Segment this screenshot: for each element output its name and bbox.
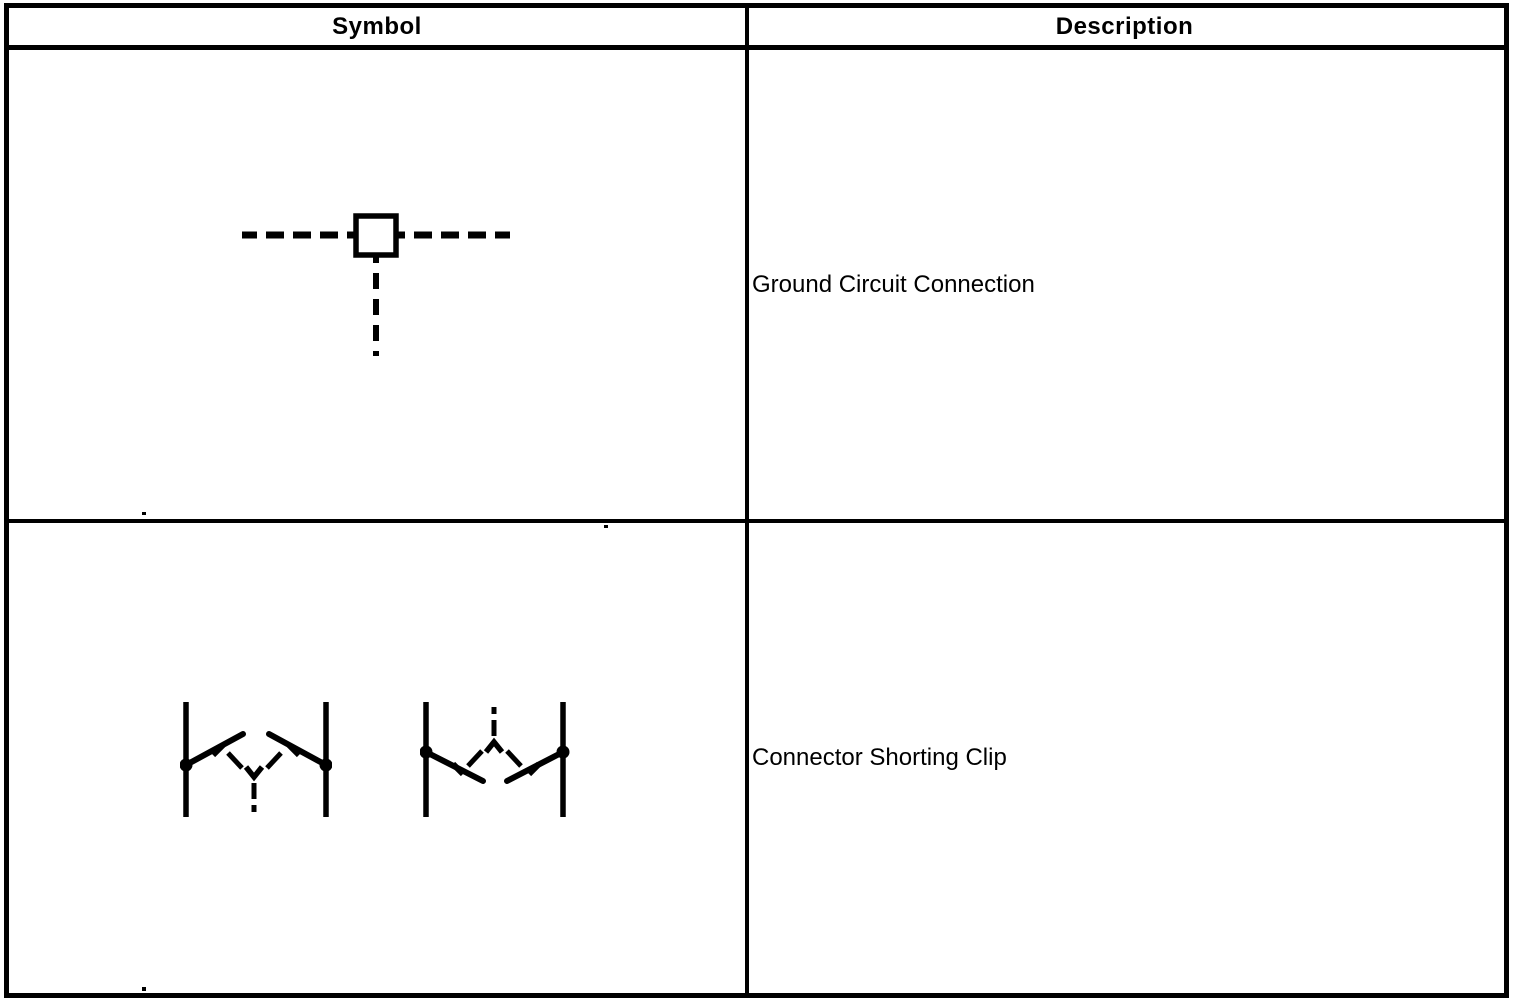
symbol-cell-row-1 <box>9 50 745 519</box>
ground-circuit-connection-symbol <box>242 213 510 356</box>
symbol-cell-row-2 <box>9 523 745 993</box>
scan-artifact-speck <box>142 987 146 991</box>
scan-artifact-speck <box>142 512 146 515</box>
description-text-ground-circuit-connection: Ground Circuit Connection <box>752 270 1035 298</box>
connector-shorting-clip-symbol-closed-down <box>180 702 332 817</box>
column-divider <box>745 8 749 993</box>
description-text-connector-shorting-clip: Connector Shorting Clip <box>752 744 1007 771</box>
symbols-table: Symbol Description Ground Circuit Connec… <box>4 3 1509 998</box>
column-header-description: Description <box>1055 13 1194 40</box>
table-header-row: Symbol Description <box>9 8 1504 50</box>
connector-shorting-clip-symbol-closed-up <box>420 702 570 817</box>
column-header-symbol: Symbol <box>332 13 422 40</box>
row-divider <box>9 519 1504 523</box>
description-cell-row-1: Ground Circuit Connection <box>749 50 1504 519</box>
description-cell-row-2: Connector Shorting Clip <box>749 523 1504 993</box>
scan-artifact-speck <box>604 525 608 528</box>
